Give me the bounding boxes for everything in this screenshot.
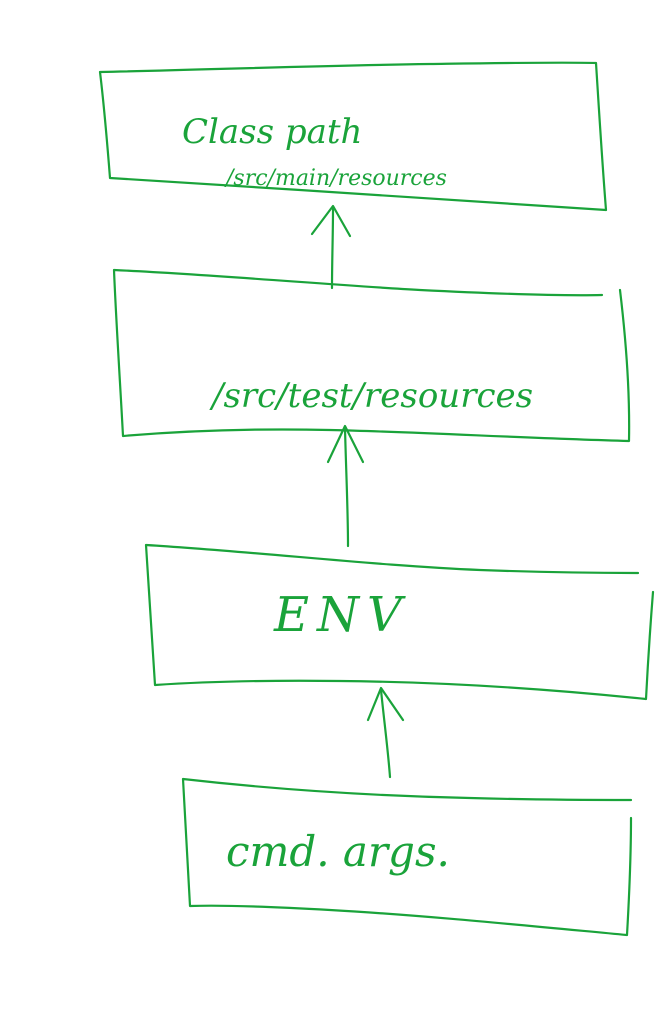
cmd-args-box: cmd. args. — [181, 777, 633, 937]
cmd-args-box-outline — [181, 777, 633, 937]
test-resources-box-outline — [112, 268, 631, 443]
test-resources-label: /src/test/resources — [209, 376, 533, 416]
env-label: ENV — [273, 587, 410, 643]
env-box: ENV — [144, 543, 655, 701]
arrow-head — [310, 204, 352, 238]
cmd-args-label: cmd. args. — [226, 827, 450, 876]
env-box-outline — [144, 543, 655, 701]
classpath-title: Class path — [182, 112, 362, 152]
classpath-subtitle: /src/main/resources — [224, 166, 447, 191]
arrow-env-to-test — [326, 424, 365, 548]
arrow-head — [326, 424, 365, 464]
arrow-cmd-to-env — [366, 686, 405, 779]
arrow-shaft — [330, 206, 335, 290]
classpath-box: Class path /src/main/resources — [98, 61, 608, 212]
arrow-head — [366, 686, 405, 722]
test-resources-box: /src/test/resources — [112, 268, 631, 443]
arrow-shaft — [379, 688, 392, 779]
classpath-box-outline — [98, 61, 608, 212]
arrow-shaft — [343, 426, 350, 548]
arrow-test-to-classpath — [310, 204, 352, 290]
